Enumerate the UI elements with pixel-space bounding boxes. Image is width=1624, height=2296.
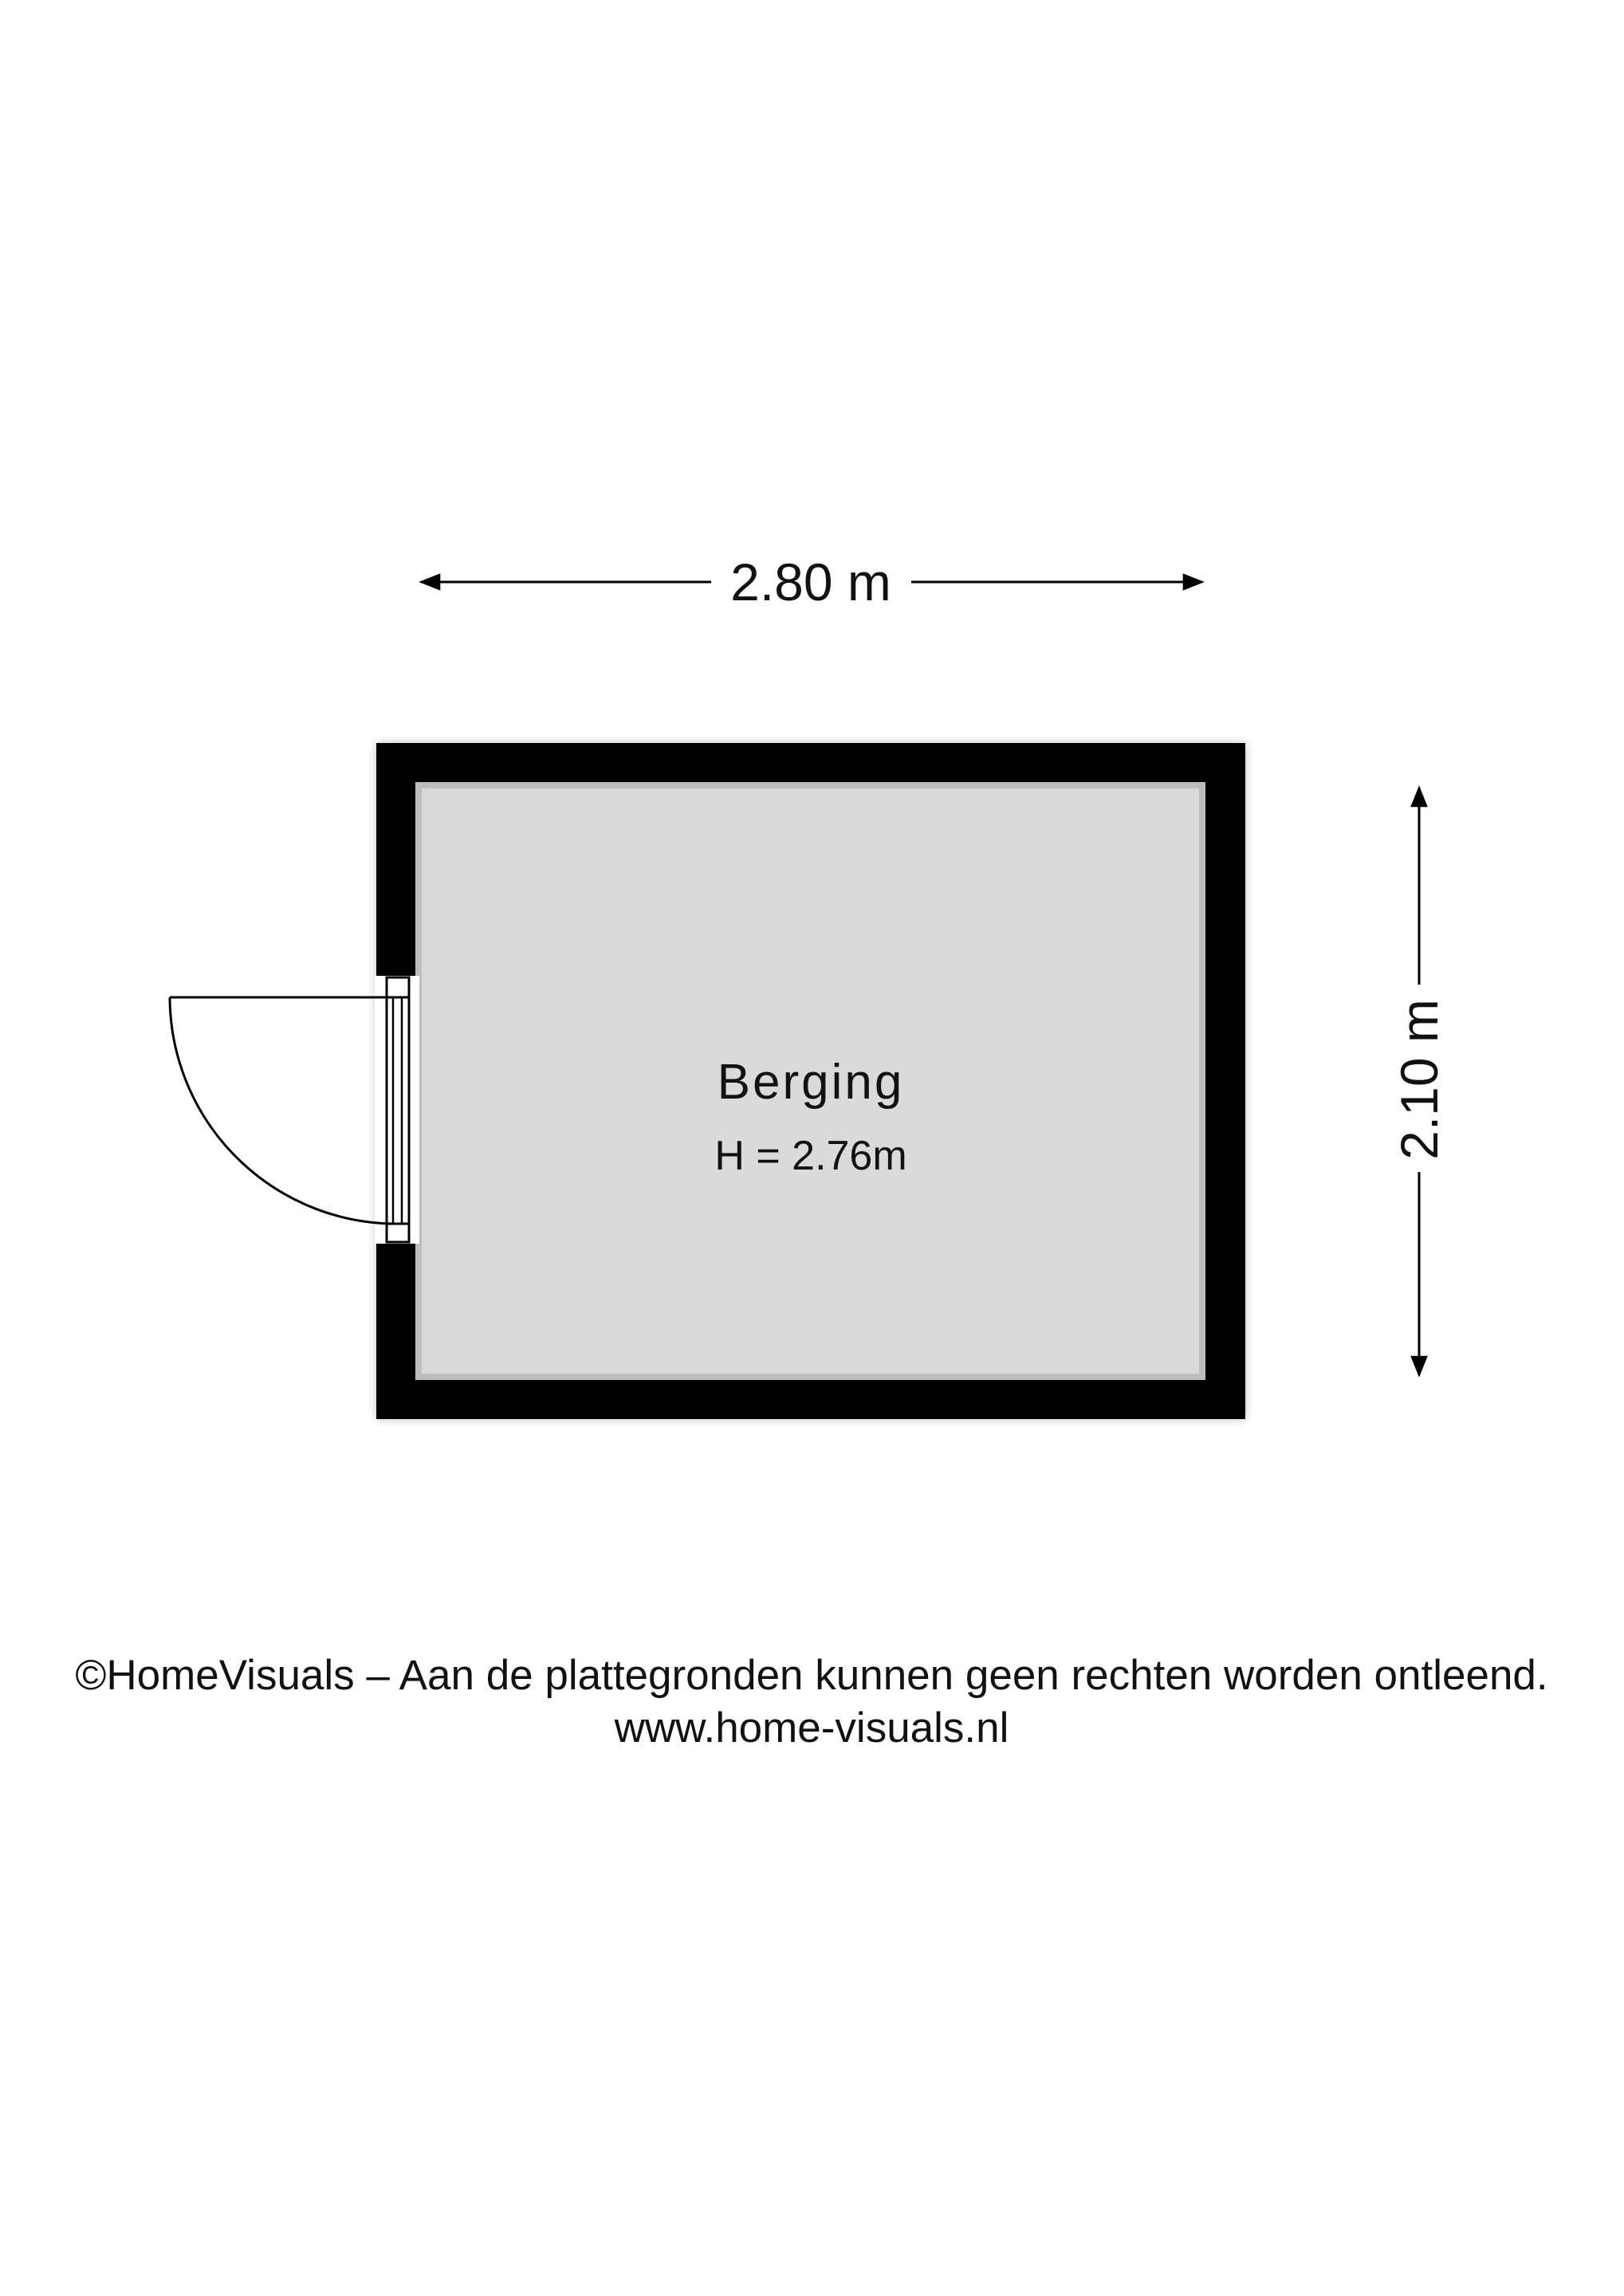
room-berging: Berging H = 2.76m	[168, 743, 1245, 1419]
floor	[419, 785, 1202, 1377]
width-dimension: 2.80 m	[419, 552, 1205, 611]
door-frame	[385, 976, 411, 1244]
height-dimension: 2.10 m	[1390, 785, 1449, 1378]
room-height: H = 2.76m	[714, 1133, 906, 1179]
footer-website: www.home-visuals.nl	[614, 1704, 1009, 1751]
door	[168, 976, 419, 1244]
door-swing-arc	[168, 997, 391, 1225]
width-dimension-label: 2.80 m	[730, 552, 891, 611]
room-name: Berging	[718, 1055, 905, 1110]
footer-disclaimer: ©HomeVisuals – Aan de plattegronden kunn…	[75, 1652, 1547, 1699]
height-dimension-label: 2.10 m	[1390, 999, 1449, 1160]
